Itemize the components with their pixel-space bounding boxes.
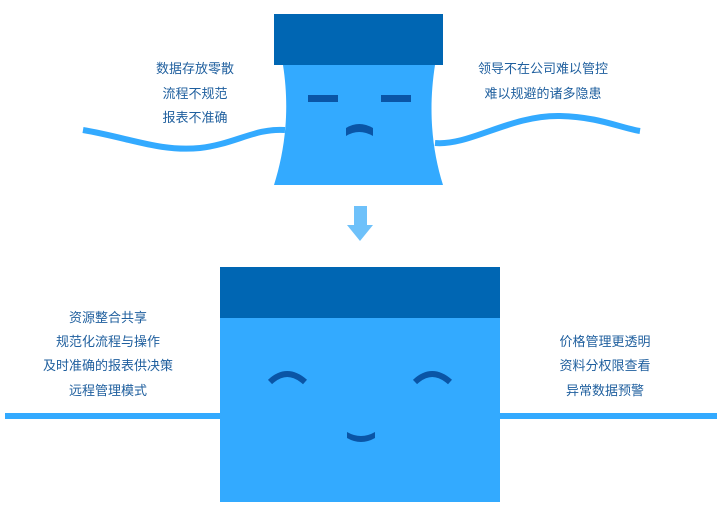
before-right-text-2: 难以规避的诸多隐患	[484, 87, 602, 102]
after-left-text-3: 及时准确的报表供决策	[42, 359, 174, 374]
after-left-text-2: 规范化流程与操作	[55, 335, 161, 350]
happy-box-cap	[220, 267, 500, 318]
left-straight-line	[5, 413, 221, 419]
left-wave-line	[82, 126, 286, 152]
frown-mouth-icon	[346, 124, 373, 136]
right-straight-line	[499, 413, 717, 419]
after-right-text-2: 资料分权限查看	[559, 359, 651, 374]
happy-box-body	[220, 318, 500, 502]
right-wave-line	[434, 112, 641, 147]
before-left-text-3: 报表不准确	[162, 111, 228, 126]
after-left-text-4: 远程管理模式	[68, 384, 148, 399]
before-left-text-1: 数据存放零散	[155, 62, 235, 77]
arrow-down-icon	[347, 206, 373, 241]
smile-mouth-icon	[347, 432, 375, 442]
right-happy-eye-icon	[412, 371, 452, 385]
after-right-text-3: 异常数据预警	[565, 384, 645, 399]
before-left-text-2: 流程不规范	[162, 87, 228, 102]
right-eye-icon	[381, 95, 411, 102]
left-eye-icon	[308, 95, 338, 102]
left-happy-eye-icon	[267, 371, 307, 385]
after-left-text-1: 资源整合共享	[68, 311, 148, 326]
sad-box-cap	[274, 14, 443, 65]
after-right-text-1: 价格管理更透明	[559, 335, 651, 350]
before-right-text-1: 领导不在公司难以管控	[477, 62, 609, 77]
